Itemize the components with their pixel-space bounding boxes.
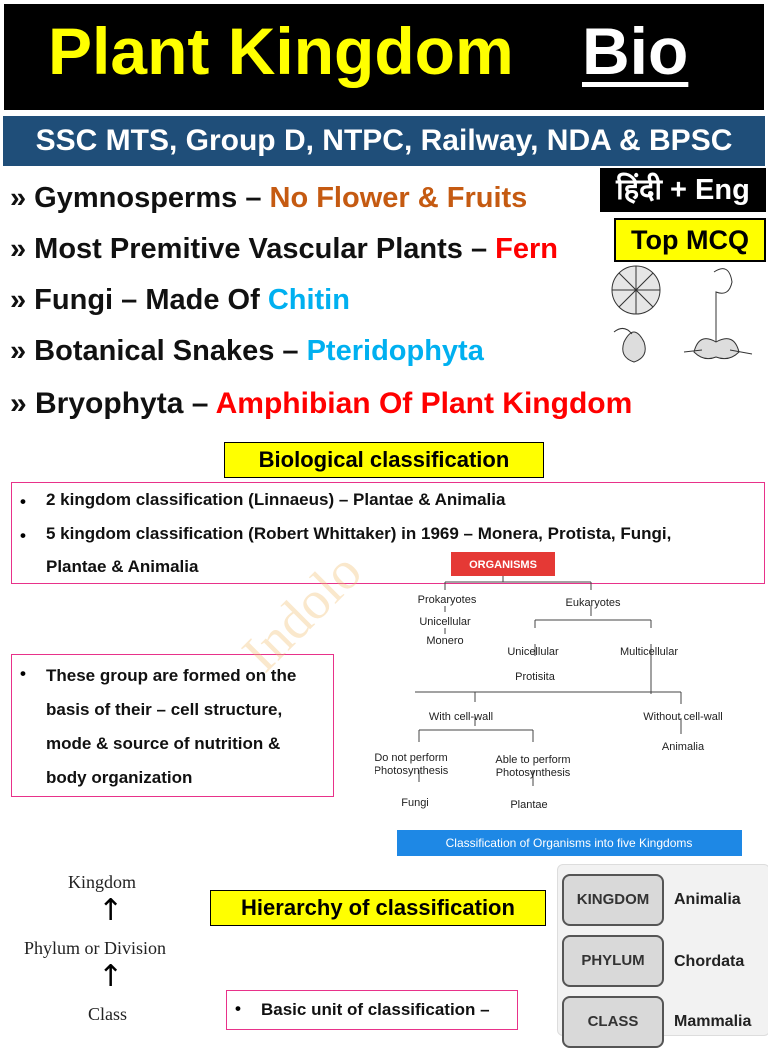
plant-illustration	[611, 265, 753, 363]
fact-term: » Botanical Snakes –	[10, 335, 307, 367]
photosynthesis-line2: Photosynthesis	[496, 767, 571, 779]
no-photosynthesis-line1: Do not perform	[375, 752, 448, 764]
basis-line: These group are formed on the	[46, 666, 297, 685]
fact-answer: Amphibian Of Plant Kingdom	[215, 387, 633, 420]
animalia-node: Animalia	[662, 741, 705, 753]
basis-line: basis of their – cell structure,	[46, 700, 283, 719]
rank-class: CLASS	[562, 996, 664, 1048]
five-kingdom-diagram: ORGANISMS Prokaryotes Eukaryotes Unicell…	[375, 552, 742, 856]
fact-botanical-snakes: » Botanical Snakes – Pteridophyta	[10, 337, 484, 366]
bullet: •	[235, 999, 241, 1018]
fungi-node: Fungi	[401, 797, 429, 809]
point-five-kingdom-cont: Plantae & Animalia	[46, 557, 199, 576]
fact-answer: No Flower & Fruits	[269, 182, 528, 214]
fact-answer: Fern	[495, 233, 559, 265]
with-cell-wall-node: With cell-wall	[429, 711, 493, 723]
photosynthesis-line1: Able to perform	[495, 754, 570, 766]
subject-label: Bio	[582, 14, 689, 88]
organisms-node	[451, 552, 555, 576]
hierarchy-heading: Hierarchy of classification	[210, 890, 546, 926]
unicellular-node: Unicellular	[507, 646, 559, 658]
basis-line: body organization	[46, 768, 193, 787]
unicellular-node: Unicellular	[419, 616, 471, 628]
fact-term: » Most Premitive Vascular Plants –	[10, 233, 496, 265]
protisita-node: Protisita	[515, 671, 556, 683]
bullet: •	[20, 492, 26, 511]
language-badge: हिंदी + Eng	[600, 168, 766, 212]
rank-phylum: PHYLUM	[562, 935, 664, 987]
fact-term: » Fungi – Made Of	[10, 284, 268, 316]
bullet: •	[20, 664, 26, 683]
fact-term: » Gymnosperms –	[10, 182, 270, 214]
hierarchy-kingdom: Kingdom	[68, 872, 137, 892]
hierarchy-phylum: Phylum or Division	[24, 938, 167, 958]
classification-box: • 2 kingdom classification (Linnaeus) – …	[11, 482, 765, 584]
without-cell-wall-node: Without cell-wall	[643, 711, 722, 723]
multicellular-node: Multicellular	[620, 646, 678, 658]
point-five-kingdom: 5 kingdom classification (Robert Whittak…	[46, 524, 672, 543]
arrow-up-icon: ↑	[98, 893, 124, 928]
fact-term: » Bryophyta –	[10, 387, 216, 420]
plantae-node: Plantae	[510, 799, 547, 811]
fact-fungi: » Fungi – Made Of Chitin	[10, 286, 350, 315]
point-two-kingdom: 2 kingdom classification (Linnaeus) – Pl…	[46, 490, 506, 509]
rank-example: Mammalia	[674, 1013, 752, 1030]
rank-example: Chordata	[674, 953, 745, 970]
hierarchy-class: Class	[88, 1004, 128, 1024]
organisms-label: ORGANISMS	[469, 559, 537, 571]
mcq-badge: Top MCQ	[614, 218, 766, 262]
rank-example: Animalia	[674, 891, 741, 908]
basis-line: mode & source of nutrition &	[46, 734, 281, 753]
title-banner	[3, 3, 765, 111]
exam-list: SSC MTS, Group D, NTPC, Railway, NDA & B…	[35, 124, 733, 157]
bio-classification-heading: Biological classification	[224, 442, 544, 478]
monero-node: Monero	[426, 635, 463, 647]
fact-vascular: » Most Premitive Vascular Plants – Fern	[10, 235, 558, 264]
rank-kingdom: KINGDOM	[562, 874, 664, 926]
diagram-caption: Classification of Organisms into five Ki…	[446, 836, 693, 850]
basic-unit-text: Basic unit of classification –	[261, 1000, 490, 1019]
no-photosynthesis-line2: Photosynthesis	[375, 765, 449, 777]
fact-bryophyta: » Bryophyta – Amphibian Of Plant Kingdom	[10, 389, 632, 419]
fact-answer: Chitin	[267, 284, 350, 316]
fact-answer: Pteridophyta	[306, 335, 484, 367]
prokaryotes-node: Prokaryotes	[418, 594, 477, 606]
eukaryotes-node: Eukaryotes	[565, 597, 621, 609]
exam-banner	[3, 116, 765, 166]
bullet: •	[20, 526, 26, 545]
fact-gymnosperms: » Gymnosperms – No Flower & Fruits	[10, 184, 527, 213]
page-title: Plant Kingdom	[48, 14, 514, 88]
basis-box: • These group are formed on the basis of…	[11, 654, 334, 797]
basic-unit-box: • Basic unit of classification –	[226, 990, 518, 1030]
diagram-caption-bar	[397, 830, 742, 856]
arrow-up-icon: ↑	[98, 959, 124, 994]
